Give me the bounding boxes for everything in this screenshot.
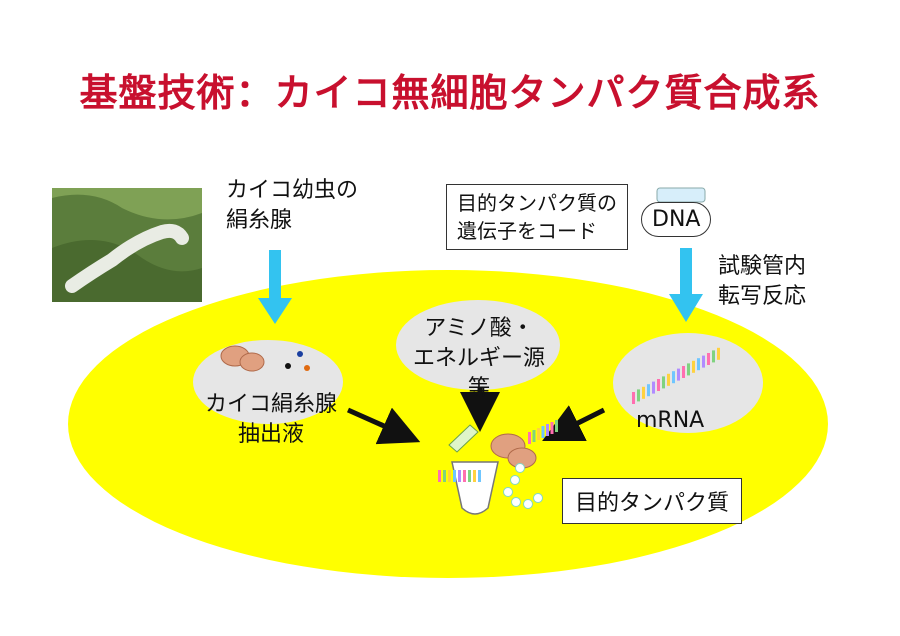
dot-icon	[285, 363, 291, 369]
strand-segment	[528, 432, 531, 444]
strand-segment	[473, 470, 476, 482]
strand-segment	[637, 389, 640, 402]
blue-arrow-left	[258, 250, 292, 324]
amino-bead	[515, 463, 525, 473]
strand-segment	[555, 420, 558, 432]
gene-box-line: 遺伝子をコード	[457, 219, 597, 243]
strand-segment	[692, 360, 695, 373]
dot-icon	[297, 351, 303, 357]
dna-tube-icon	[656, 187, 706, 203]
strand-segment	[662, 376, 665, 389]
strand-segment	[667, 373, 670, 386]
strand-segment	[443, 470, 446, 482]
strand-segment	[642, 386, 645, 399]
silkworm-label-line: 絹糸腺	[226, 208, 293, 233]
strand-segment	[453, 470, 456, 482]
strand-segment	[697, 358, 700, 371]
strand-segment	[448, 470, 451, 482]
protein-chain-icon	[503, 463, 543, 509]
strand-segment	[707, 353, 710, 365]
amino-label-line: アミノ酸・	[424, 316, 534, 341]
amino-bead	[523, 499, 533, 509]
strand-segment	[541, 426, 545, 438]
strand-segment	[677, 368, 680, 381]
strand-segment	[652, 381, 655, 394]
transcription-label: 試験管内 転写反応	[718, 252, 806, 312]
strand-segment	[717, 347, 720, 360]
blue-arrow-right	[669, 248, 703, 322]
diagram-title: 基盤技術：カイコ無細胞タンパク質合成系	[79, 71, 821, 115]
strand-segment	[463, 470, 466, 482]
strand-segment	[702, 355, 705, 368]
amino-label-line: エネルギー源等	[412, 346, 545, 401]
strand-segment	[468, 470, 471, 482]
silkworm-label-line: カイコ幼虫の	[226, 178, 359, 203]
silkworm-label: カイコ幼虫の 絹糸腺	[226, 176, 358, 236]
strand-segment	[537, 428, 540, 440]
amino-bead	[511, 497, 521, 507]
transcription-label-line: 転写反応	[718, 284, 807, 309]
gene-box-line: 目的タンパク質の	[457, 191, 617, 215]
strand-segment	[532, 430, 536, 442]
mrna-label: mRNA	[636, 408, 705, 433]
arrow-extract	[346, 407, 421, 445]
product-ribosome-icon	[490, 433, 537, 469]
product-label: 目的タンパク質	[562, 478, 743, 524]
amino-bubble	[396, 300, 560, 390]
strand-segment	[672, 371, 675, 384]
extract-label-line: カイコ絹糸腺	[204, 392, 337, 417]
strand-segment	[712, 350, 715, 363]
amino-bead	[533, 493, 543, 503]
ribosome-icon	[220, 345, 265, 372]
strand-segment	[458, 470, 461, 482]
extract-label-line: 抽出液	[237, 422, 304, 447]
mrna-strand-icon	[632, 347, 720, 404]
product-mrna-icon	[438, 420, 558, 482]
strand-segment	[438, 470, 441, 482]
strand-segment	[687, 363, 690, 376]
mrna-bubble	[613, 333, 763, 433]
strand-segment	[546, 424, 549, 436]
strand-segment	[632, 392, 635, 404]
transcription-label-line: 試験管内	[718, 254, 807, 279]
strand-segment	[550, 422, 554, 434]
strand-segment	[657, 379, 660, 391]
amino-bead	[510, 475, 520, 485]
amino-bead	[503, 487, 513, 497]
extract-label: カイコ絹糸腺 抽出液	[196, 390, 346, 450]
strand-segment	[682, 366, 685, 378]
arrow-mrna	[542, 405, 606, 441]
gene-box: 目的タンパク質の 遺伝子をコード	[446, 184, 628, 250]
silkworm-photo	[52, 188, 202, 302]
strand-segment	[647, 384, 650, 397]
dna-label: DNA	[641, 202, 712, 237]
amino-label: アミノ酸・ エネルギー源等	[404, 314, 554, 404]
strand-segment	[478, 470, 481, 482]
dot-icon	[304, 365, 310, 371]
